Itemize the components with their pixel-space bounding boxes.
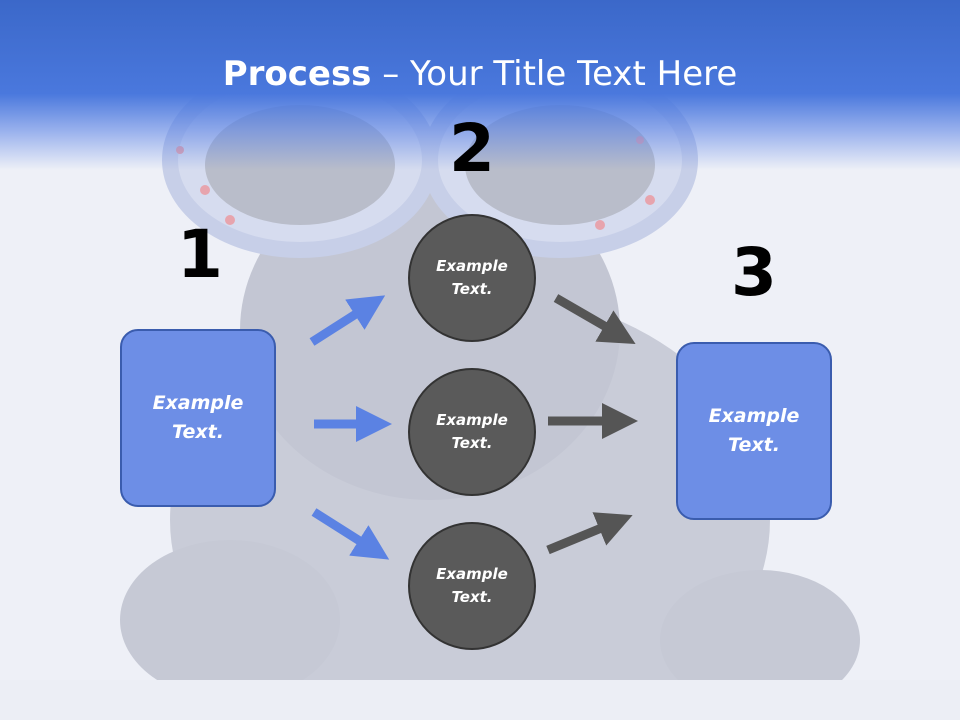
left-box-text: Example Text. — [152, 392, 244, 443]
header-band — [0, 0, 960, 170]
circle-bottom-text: Example Text. — [436, 565, 508, 606]
step-number-3: 3 — [731, 234, 777, 311]
title-rest: – Your Title Text Here — [371, 54, 738, 94]
circle-bottom: Example Text. — [408, 522, 536, 650]
circle-top-text: Example Text. — [436, 257, 508, 298]
arrow-left-to-bottom — [311, 508, 390, 560]
right-box: Example Text. — [676, 342, 832, 520]
step-number-1: 1 — [177, 216, 223, 293]
right-box-text: Example Text. — [708, 405, 800, 456]
circle-middle-text: Example Text. — [436, 411, 508, 452]
circle-top: Example Text. — [408, 214, 536, 342]
arrow-top-to-right — [553, 294, 636, 345]
title-bold: Process — [222, 54, 372, 94]
circle-middle: Example Text. — [408, 368, 536, 496]
left-box: Example Text. — [120, 329, 276, 507]
arrow-bottom-to-right — [546, 512, 633, 555]
slide-title: Process – Your Title Text Here — [0, 52, 960, 96]
arrow-left-to-top — [309, 295, 386, 346]
step-number-2: 2 — [449, 110, 495, 187]
